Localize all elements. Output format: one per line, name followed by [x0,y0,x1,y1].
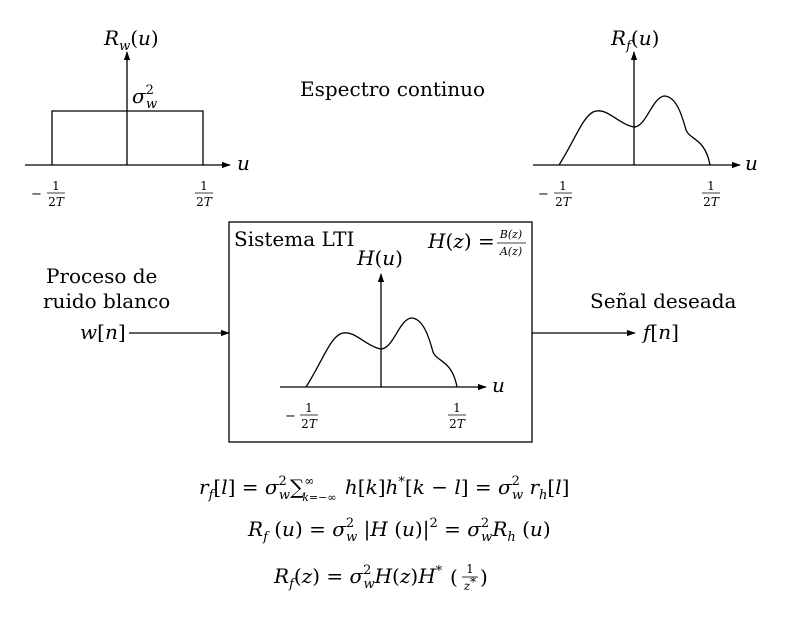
svg-text:1: 1 [559,179,567,193]
svg-text:(: ( [450,565,458,589]
rw-axis-var: u [237,151,250,175]
svg-text:A(z): A(z) [499,245,522,258]
h-neg-tick: − 1 2T [285,401,318,431]
svg-text:2T: 2T [301,417,318,431]
svg-text:1: 1 [52,179,60,193]
svg-text:1: 1 [200,179,208,193]
svg-text:1: 1 [466,562,474,576]
svg-text:H(z) =: H(z) = [427,229,495,253]
output-spectrum-plot: Rf(u) u − 1 2T 1 2T [533,26,758,209]
transfer-function: H(z) = B(z) A(z) [427,228,526,258]
h-response-curve [305,317,458,388]
input-label-line1: Proceso de [46,264,157,288]
svg-text:2T: 2T [449,417,466,431]
svg-text:2T: 2T [196,195,213,209]
lti-system-block: Sistema LTI H(z) = B(z) A(z) H(u) u − 1 … [228,221,533,443]
svg-text:−: − [538,187,549,202]
rw-pos-tick: 1 2T [195,179,213,209]
svg-text:2T: 2T [48,195,65,209]
equation-z-fraction: ( 1 z* ) [450,562,488,593]
input-signal-label: w[n] [80,320,126,344]
svg-text:1: 1 [707,179,715,193]
svg-text:1: 1 [305,401,313,415]
lti-system-box [228,221,533,443]
output-label: Señal deseada [590,289,737,313]
svg-text:2T: 2T [555,195,572,209]
svg-text:−: − [285,409,296,424]
rf-axis-var: u [745,151,758,175]
input-label-line2: ruido blanco [43,289,170,313]
svg-text:z*: z* [463,575,476,593]
svg-text:−: − [31,187,42,202]
rf-spectrum-curve [558,95,711,166]
h-axis-var: u [492,373,505,397]
h-pos-tick: 1 2T [448,401,466,431]
svg-text:1: 1 [453,401,461,415]
lti-system-label: Sistema LTI [234,227,354,251]
svg-text:B(z): B(z) [499,228,522,241]
rf-pos-tick: 1 2T [702,179,720,209]
h-plot-label: H(u) [356,246,403,270]
rw-flat-spectrum [51,110,204,165]
output-signal-label: f[n] [641,320,679,344]
svg-text:2T: 2T [703,195,720,209]
svg-text:): ) [480,565,488,589]
rf-label: Rf(u) [610,26,659,54]
rf-neg-tick: − 1 2T [538,179,572,209]
rw-label: Rw(u) [103,26,159,54]
rw-neg-tick: − 1 2T [31,179,65,209]
diagram-title: Espectro continuo [300,77,485,101]
